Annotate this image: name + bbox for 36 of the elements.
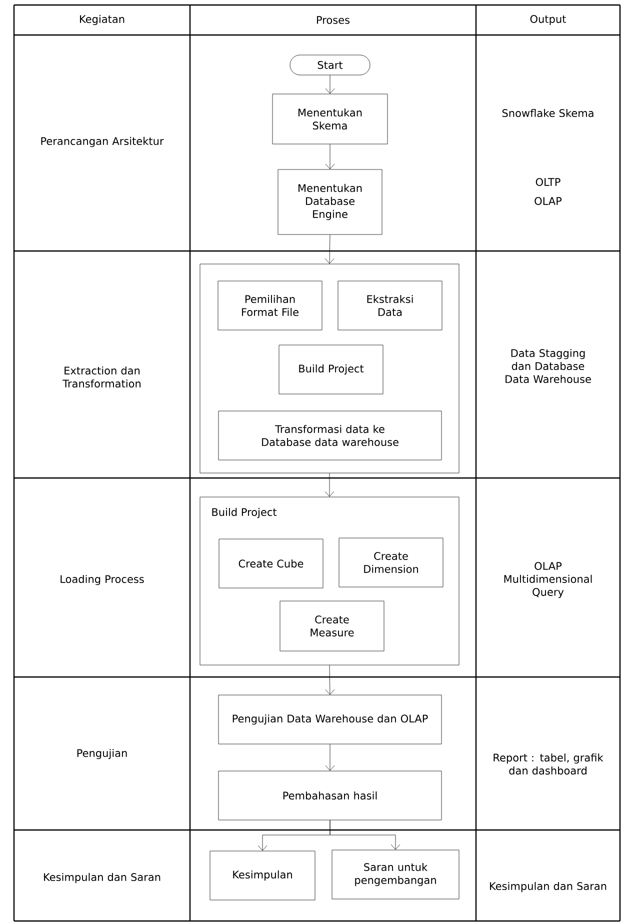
- table-cell: Loading Process: [60, 574, 144, 586]
- column-header: Output: [530, 15, 566, 25]
- process-box: Transformasi data ke Database data warehouse: [218, 410, 442, 460]
- process-box: Build Project: [278, 344, 384, 394]
- process-box: Pemilihan Format File: [218, 280, 322, 330]
- table-cell: OLTP: [536, 178, 560, 186]
- process-box: Pembahasan hasil: [218, 770, 442, 820]
- process-box: Create Measure: [280, 600, 384, 652]
- process-box: Create Dimension: [338, 538, 444, 588]
- arrow: [325, 744, 335, 771]
- table-cell: Pengujian: [77, 748, 127, 760]
- process-box: Pengujian Data Warehouse dan OLAP: [218, 694, 442, 744]
- process-box: Menentukan Skema: [272, 94, 388, 144]
- arrow: [325, 75, 335, 94]
- column-header: Proses: [317, 16, 350, 24]
- arrow: [324, 234, 334, 264]
- process-box: Ekstraksi Data: [338, 280, 442, 330]
- table-cell: Perancangan Arsitektur: [41, 136, 164, 148]
- process-box: Menentukan Database Engine: [278, 169, 382, 235]
- process-box: Saran untuk pengembangan: [332, 850, 460, 900]
- table-cell: Data Stagging dan Database Data Warehouse: [506, 348, 591, 384]
- arrow: [330, 820, 400, 850]
- process-box: Create Cube: [218, 538, 324, 588]
- arrow: [324, 473, 334, 497]
- table-cell: Kesimpulan dan Saran: [490, 882, 606, 892]
- arrow: [325, 144, 335, 170]
- group-box: [200, 264, 460, 474]
- table-cell: Snowflake Skema: [502, 108, 594, 118]
- table-cell: Kesimpulan dan Saran: [44, 872, 160, 884]
- table-cell: Report : tabel, grafik dan dashboard: [494, 753, 604, 775]
- process-box: Kesimpulan: [210, 850, 316, 900]
- table-cell: Extraction dan Transformation: [62, 366, 140, 388]
- table-cell: OLAP Multidimensional Query: [504, 562, 592, 598]
- column-header: Kegiatan: [80, 14, 124, 26]
- table-cell: OLAP: [534, 197, 562, 205]
- arrow: [325, 665, 335, 695]
